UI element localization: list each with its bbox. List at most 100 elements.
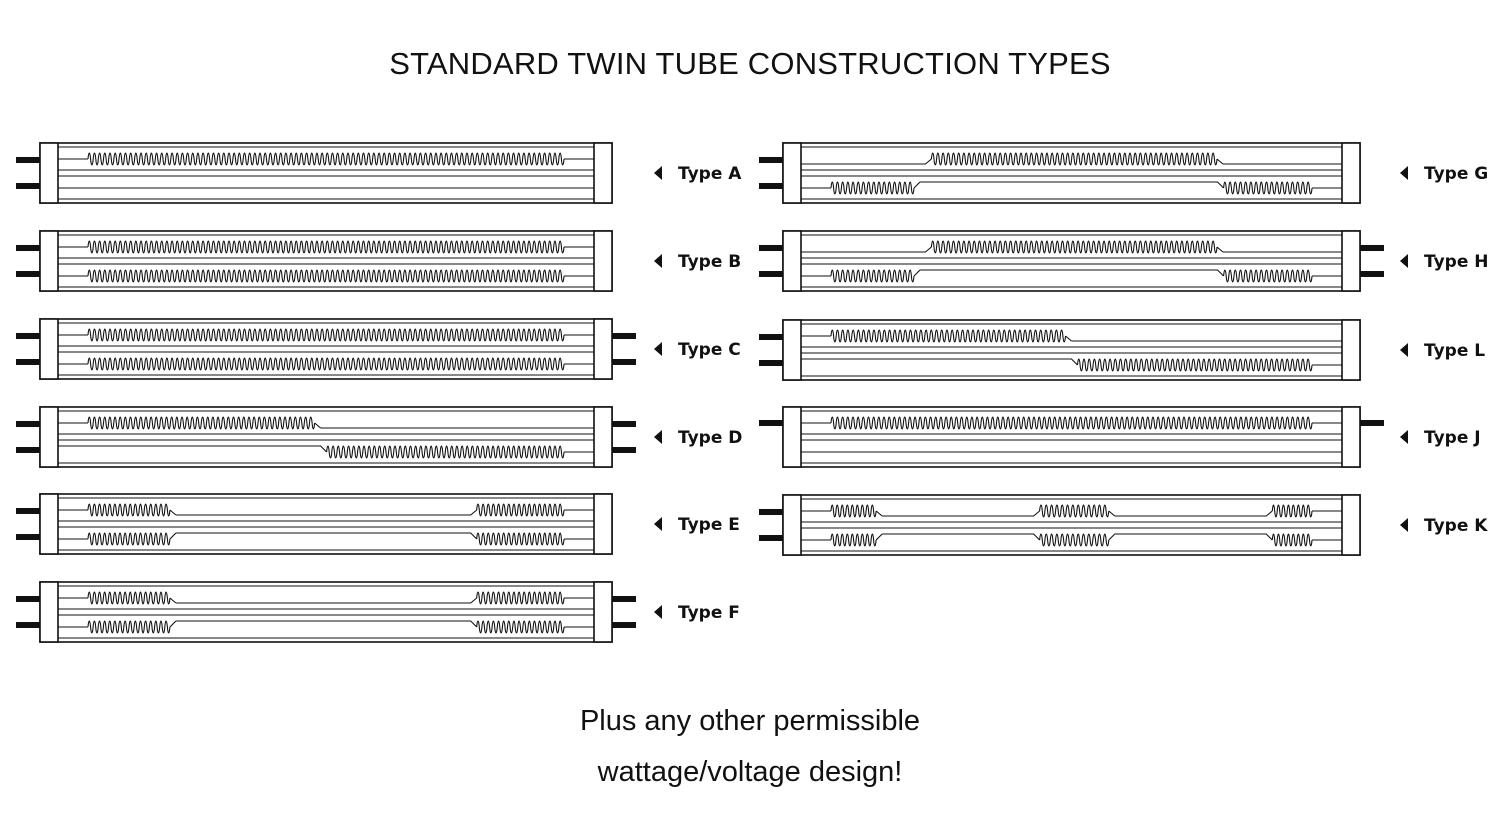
top-filament-lead <box>882 510 1040 517</box>
end-cap-left <box>782 319 802 381</box>
arrow-left-icon <box>1400 343 1408 357</box>
terminal-pin <box>612 333 636 339</box>
terminal-pin <box>759 420 783 426</box>
tube-type-l <box>759 319 1361 381</box>
top-filament-joint <box>314 422 321 429</box>
terminal-pin <box>1360 245 1384 251</box>
type-label: Type G <box>1424 164 1488 184</box>
terminal-pin <box>759 245 783 251</box>
top-filament-joint <box>1108 510 1116 517</box>
bottom-filament-joint <box>913 181 921 189</box>
type-label: Type J <box>1424 428 1481 448</box>
bottom-filament-lead <box>175 620 478 628</box>
top-filament-coil-1 <box>476 591 565 605</box>
arrow-left-icon <box>1400 518 1408 532</box>
top-filament-coil-0 <box>830 329 1067 343</box>
end-cap-right <box>1341 230 1361 292</box>
terminal-pin <box>759 535 783 541</box>
top-filament-joint <box>1216 158 1224 165</box>
tube-type-g <box>759 142 1361 204</box>
type-label: Type H <box>1424 252 1489 272</box>
bottom-filament-lead <box>920 269 1224 277</box>
bottom-filament-coil-1 <box>476 532 565 546</box>
top-filament-lead <box>801 246 932 253</box>
type-label: Type A <box>678 164 742 184</box>
terminal-pin <box>759 360 783 366</box>
end-cap-right <box>1341 494 1361 556</box>
diagram-title: STANDARD TWIN TUBE CONSTRUCTION TYPES <box>389 46 1111 81</box>
terminal-pin <box>16 421 40 427</box>
type-label: Type F <box>678 603 740 623</box>
terminal-pin <box>612 596 636 602</box>
terminal-pin <box>16 508 40 514</box>
footer-line-1: Plus any other permissible <box>579 705 921 737</box>
terminal-pin <box>612 421 636 427</box>
bottom-filament-lead <box>58 445 328 453</box>
top-filament-coil-0 <box>87 152 565 166</box>
terminal-pin <box>16 359 40 365</box>
terminal-pin <box>759 509 783 515</box>
bottom-filament-coil-1 <box>476 620 565 634</box>
bottom-filament-coil-0 <box>87 269 565 283</box>
top-filament-coil-1 <box>1039 504 1110 518</box>
terminal-pin <box>16 333 40 339</box>
bottom-filament-coil-1 <box>1223 269 1313 283</box>
bottom-filament-joint <box>913 269 921 277</box>
tube-type-d <box>16 406 636 468</box>
end-cap-right <box>1341 319 1361 381</box>
end-cap-left <box>39 142 59 204</box>
tube-body <box>782 319 1361 381</box>
bottom-filament-coil-2 <box>1271 533 1313 547</box>
end-cap-right <box>593 581 613 643</box>
end-cap-right <box>1341 142 1361 204</box>
tube-type-j <box>759 406 1384 468</box>
end-cap-left <box>39 230 59 292</box>
top-filament-lead <box>1114 510 1273 517</box>
top-filament-coil-2 <box>1271 504 1313 518</box>
end-cap-left <box>39 581 59 643</box>
bottom-filament-lead <box>920 181 1224 189</box>
arrow-left-icon <box>654 342 662 356</box>
top-filament-coil-0 <box>87 503 171 517</box>
bottom-filament-coil-0 <box>326 445 565 459</box>
tube-type-k <box>759 494 1361 556</box>
tube-body <box>39 142 613 204</box>
end-cap-left <box>39 406 59 468</box>
end-cap-left <box>782 406 802 468</box>
top-filament-coil-0 <box>830 416 1313 430</box>
top-filament-lead <box>175 509 478 516</box>
type-label: Type L <box>1424 341 1485 361</box>
terminal-pin <box>759 334 783 340</box>
bottom-filament-lead <box>175 532 478 540</box>
bottom-filament-coil-0 <box>87 532 171 546</box>
terminal-pin <box>612 447 636 453</box>
bottom-filament-coil-0 <box>830 181 915 195</box>
terminal-pin <box>759 183 783 189</box>
footer-line-2: wattage/voltage design! <box>597 756 903 788</box>
arrow-left-icon <box>654 605 662 619</box>
bottom-filament-joint <box>1108 533 1116 541</box>
arrow-left-icon <box>654 166 662 180</box>
top-filament-lead <box>175 597 478 604</box>
terminal-pin <box>759 157 783 163</box>
terminal-pin <box>16 534 40 540</box>
end-cap-left <box>782 230 802 292</box>
type-label: Type C <box>678 340 741 360</box>
end-cap-left <box>39 493 59 555</box>
bottom-filament-lead <box>1114 533 1273 541</box>
tube-type-f <box>16 581 636 643</box>
top-filament-joint <box>169 597 177 604</box>
terminal-pin <box>1360 271 1384 277</box>
arrow-left-icon <box>1400 430 1408 444</box>
bottom-filament-lead <box>801 358 1078 366</box>
bottom-filament-coil-1 <box>1039 533 1110 547</box>
top-filament-joint <box>169 509 177 516</box>
type-label: Type E <box>678 515 740 535</box>
arrow-left-icon <box>654 430 662 444</box>
top-filament-coil-0 <box>87 240 565 254</box>
terminal-pin <box>16 271 40 277</box>
bottom-filament-coil-0 <box>830 269 915 283</box>
bottom-filament-coil-0 <box>87 357 565 371</box>
terminal-pin <box>16 596 40 602</box>
